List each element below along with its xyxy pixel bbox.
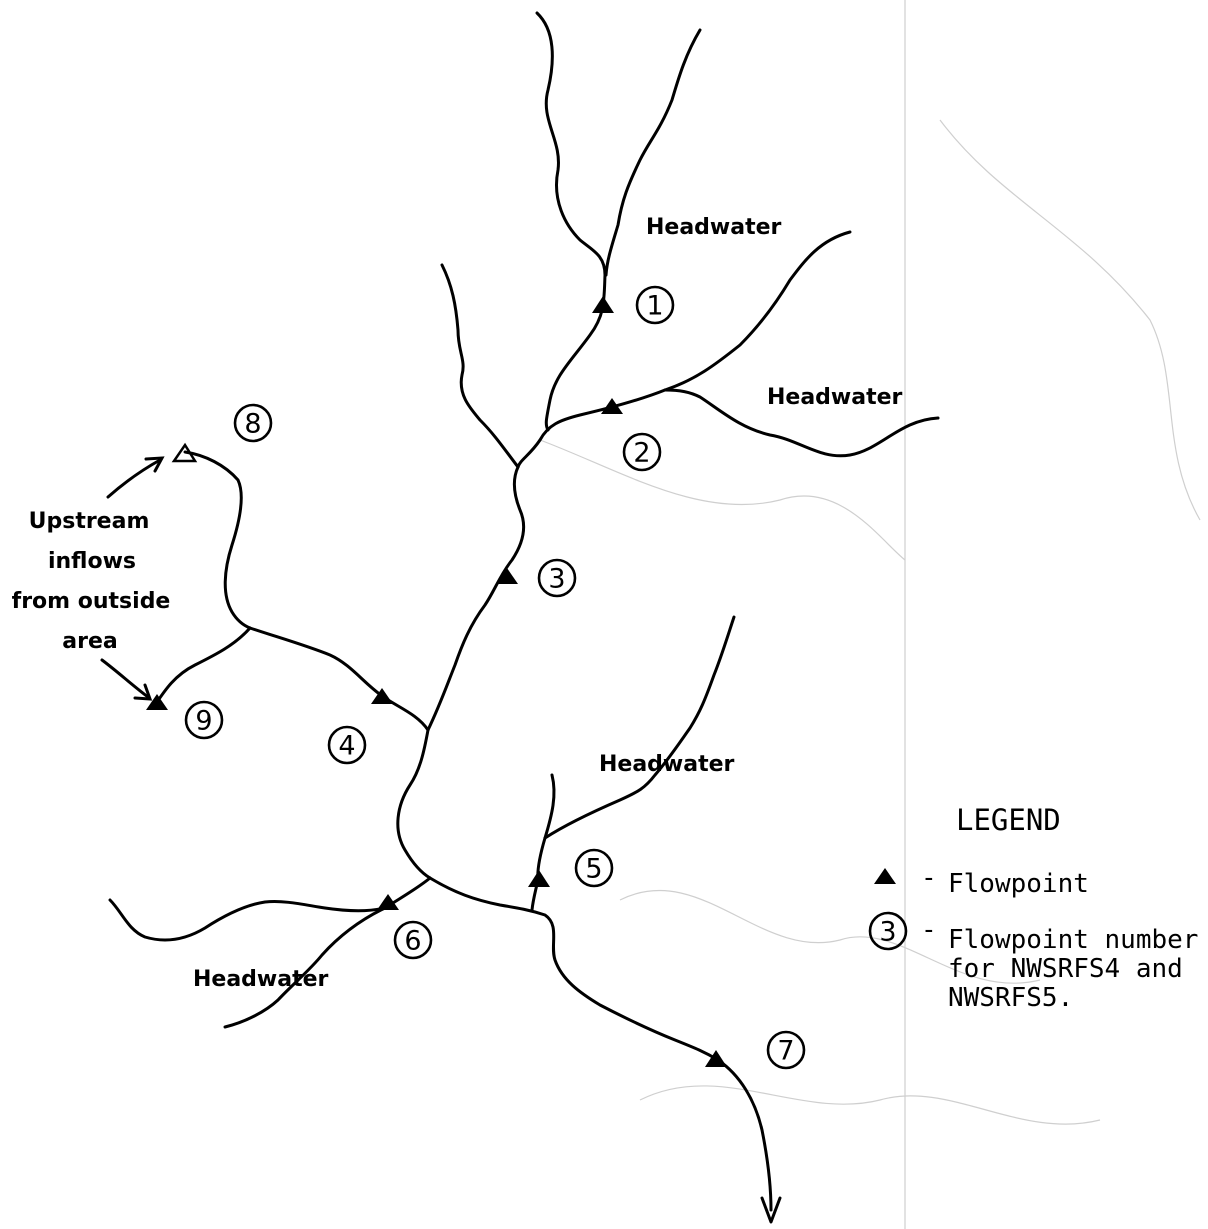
river-west-tributary-top	[440, 263, 520, 469]
river-headwater-2b	[663, 388, 940, 458]
legend-number-circle	[868, 911, 908, 951]
flowpoint-1-circle	[635, 285, 675, 325]
river-network	[108, 11, 940, 1224]
arrow-to-flowpoint-8-head	[144, 456, 165, 473]
river-headwater-5b	[543, 773, 556, 840]
river-reach-2-to-junction	[516, 388, 667, 469]
legend-number-text-2: for NWSRFS4 and	[948, 954, 1183, 984]
flowpoint-4-number: 4	[338, 731, 355, 762]
flowpoint-8-number: 8	[244, 409, 261, 440]
ghost-contour-2	[619, 889, 1041, 984]
flowpoint-9-number: 9	[195, 706, 212, 737]
river-main-lower	[428, 876, 720, 1062]
arrow-to-flowpoint-9	[100, 658, 150, 699]
river-inflow-8	[183, 450, 252, 630]
river-headwater-2a	[663, 230, 852, 392]
legend-number-text-1: Flowpoint number	[948, 925, 1198, 955]
flowpoint-2-marker	[601, 398, 623, 414]
flowpoint-2-circle	[622, 432, 662, 472]
river-headwater-1-branch	[604, 28, 702, 277]
upstream-note-line-3: from outside	[12, 589, 171, 614]
river-headwater-6b	[223, 906, 387, 1029]
flowpoint-8-marker	[171, 442, 198, 463]
river-main-upper	[426, 465, 526, 732]
ghost-contour-1	[939, 119, 1201, 521]
river-inflow-9	[153, 626, 252, 707]
headwater-label-1: Headwater	[646, 215, 782, 240]
headwater-labels: Headwater Headwater Headwater Headwater	[193, 215, 903, 992]
flowpoint-3-marker	[496, 568, 518, 584]
legend-flowpoint-icon	[874, 868, 896, 884]
legend-number-symbol: 3	[879, 917, 896, 948]
flowpoint-markers	[146, 296, 727, 1067]
outlet-arrowhead	[760, 1196, 782, 1224]
flowpoint-9-marker	[146, 694, 168, 710]
flowpoint-2-number: 2	[633, 438, 650, 469]
flowpoint-5-marker	[528, 870, 550, 887]
ghost-contour-3	[639, 1085, 1101, 1125]
upstream-note-line-4: area	[62, 629, 117, 654]
flowpoint-1-marker	[592, 296, 614, 313]
upstream-note-line-1: Upstream	[29, 509, 150, 534]
headwater-label-2: Headwater	[767, 385, 903, 410]
upstream-note-line-2: inflows	[48, 549, 136, 574]
flowpoint-5-circle	[574, 848, 614, 888]
legend-title: LEGEND	[956, 803, 1061, 837]
river-headwater-6a	[108, 898, 387, 942]
background-map-lines	[539, 0, 1201, 1229]
river-reach-4	[248, 626, 430, 732]
flowpoint-4-circle	[327, 725, 367, 765]
upstream-inflow-note: Upstream inflows from outside area	[12, 456, 171, 701]
flowpoint-3-number: 3	[548, 564, 565, 595]
flowpoint-7-marker	[705, 1050, 727, 1067]
flowpoint-6-number: 6	[404, 926, 421, 957]
river-headwater-1	[535, 11, 607, 432]
ghost-contour-4	[539, 439, 906, 561]
legend-flowpoint-text: Flowpoint	[948, 869, 1089, 899]
headwater-label-6: Headwater	[193, 967, 329, 992]
river-headwater-5a	[543, 615, 736, 840]
flowpoint-9-circle	[184, 700, 224, 740]
legend: LEGEND - Flowpoint 3 - Flowpoint number …	[868, 803, 1198, 1013]
arrow-to-flowpoint-8	[106, 458, 162, 499]
headwater-label-5: Headwater	[599, 752, 735, 777]
legend-flowpoint-dash: -	[921, 863, 937, 893]
flowpoint-6-circle	[393, 920, 433, 960]
river-outlet	[716, 1058, 773, 1212]
flowpoint-7-circle	[766, 1030, 806, 1070]
river-main-middle	[396, 728, 432, 880]
flowpoint-6-marker	[377, 894, 399, 910]
flowpoint-3-circle	[537, 558, 577, 598]
flowpoint-5-number: 5	[585, 854, 602, 885]
flowpoint-1-number: 1	[646, 291, 663, 322]
flowpoint-7-number: 7	[777, 1036, 794, 1067]
legend-number-text-3: NWSRFS5.	[948, 983, 1073, 1013]
flowpoint-8-circle	[233, 403, 273, 443]
flowpoint-numbers: 1 2 3 4 5 6 7 8 9	[184, 285, 806, 1070]
flowpoint-4-marker	[371, 688, 393, 704]
legend-number-dash: -	[921, 915, 937, 945]
arrow-to-flowpoint-9-head	[133, 683, 153, 701]
